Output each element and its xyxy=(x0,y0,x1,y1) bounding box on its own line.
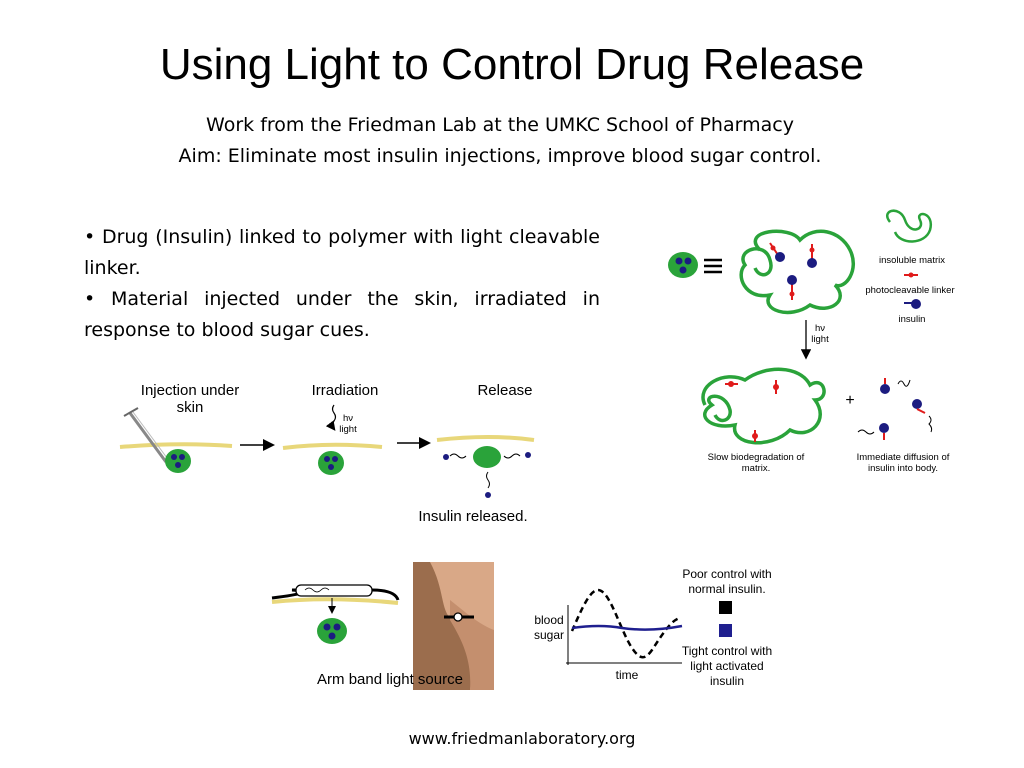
label-injection: Injection under skin xyxy=(140,382,240,416)
matrix-diagram xyxy=(668,209,933,445)
label-insulin-released: Insulin released. xyxy=(418,508,528,525)
legend-linker-icon xyxy=(904,272,918,278)
legend-matrix-label: insoluble matrix xyxy=(879,255,945,266)
label-release: Release xyxy=(477,382,533,399)
release-depot xyxy=(443,446,531,498)
label-hv-process: hν xyxy=(342,413,354,424)
legend-matrix-icon xyxy=(886,209,933,243)
drug-depot-2 xyxy=(318,451,344,475)
plus-sign: + xyxy=(845,392,855,409)
series-tight-control xyxy=(571,624,683,631)
skin-layer-1 xyxy=(119,442,233,449)
bullet-list: • Drug (Insulin) linked to polymer with … xyxy=(84,222,600,346)
legend-insulin-icon xyxy=(904,299,921,309)
drug-depot-1 xyxy=(165,449,191,473)
subtitle-line-2: Aim: Eliminate most insulin injections, … xyxy=(178,145,822,167)
skin-layer-2 xyxy=(282,442,383,450)
equivalence-sign xyxy=(704,258,722,274)
footer-url[interactable]: www.friedmanlaboratory.org xyxy=(408,729,636,748)
caption-armband: Arm band light source xyxy=(317,671,463,688)
arm-photo xyxy=(413,562,494,690)
armband-skin xyxy=(271,597,399,605)
armband-light-unit xyxy=(295,584,373,597)
caption-immediate-diffusion: Immediate diffusion of insulin into body… xyxy=(856,452,950,474)
subtitle-line-1: Work from the Friedman Lab at the UMKC S… xyxy=(206,114,794,136)
bullet-item-1: • Drug (Insulin) linked to polymer with … xyxy=(84,226,600,279)
label-hv-matrix: hν xyxy=(814,323,826,334)
armband-depot xyxy=(317,618,347,644)
syringe-needle xyxy=(123,407,171,463)
legend-tight-label: Tight control with light activated insul… xyxy=(681,644,773,688)
caption-slow-biodegradation: Slow biodegradation of matrix. xyxy=(707,452,805,474)
legend-linker-label: photocleavable linker xyxy=(865,285,955,296)
legend-insulin-label: insulin xyxy=(898,314,926,325)
legend-swatch-tight xyxy=(719,624,732,637)
chart-ylabel: blood sugar xyxy=(533,613,565,642)
process-diagram xyxy=(119,404,535,498)
skin-layer-3 xyxy=(436,435,535,442)
wavy-light-arrow xyxy=(325,404,337,431)
linkers-bottom xyxy=(725,380,779,442)
armband-diagram xyxy=(271,562,494,690)
drug-particle xyxy=(668,252,698,278)
glucose-chart xyxy=(566,588,732,665)
linkers-top xyxy=(769,242,817,300)
chart-xlabel: time xyxy=(615,668,639,682)
label-light-process: light xyxy=(339,424,357,435)
polymer-matrix-bottom xyxy=(701,367,826,445)
slide-title: Using Light to Control Drug Release xyxy=(159,40,865,89)
label-irradiation: Irradiation xyxy=(311,382,379,399)
released-insulin xyxy=(857,378,933,440)
legend-poor-label: Poor control with normal insulin. xyxy=(682,567,772,596)
legend-swatch-poor xyxy=(719,601,732,614)
label-light-matrix: light xyxy=(811,334,829,345)
series-poor-control xyxy=(570,588,681,659)
bullet-item-2: • Material injected under the skin, irra… xyxy=(84,288,600,341)
polymer-matrix-top xyxy=(739,229,856,315)
